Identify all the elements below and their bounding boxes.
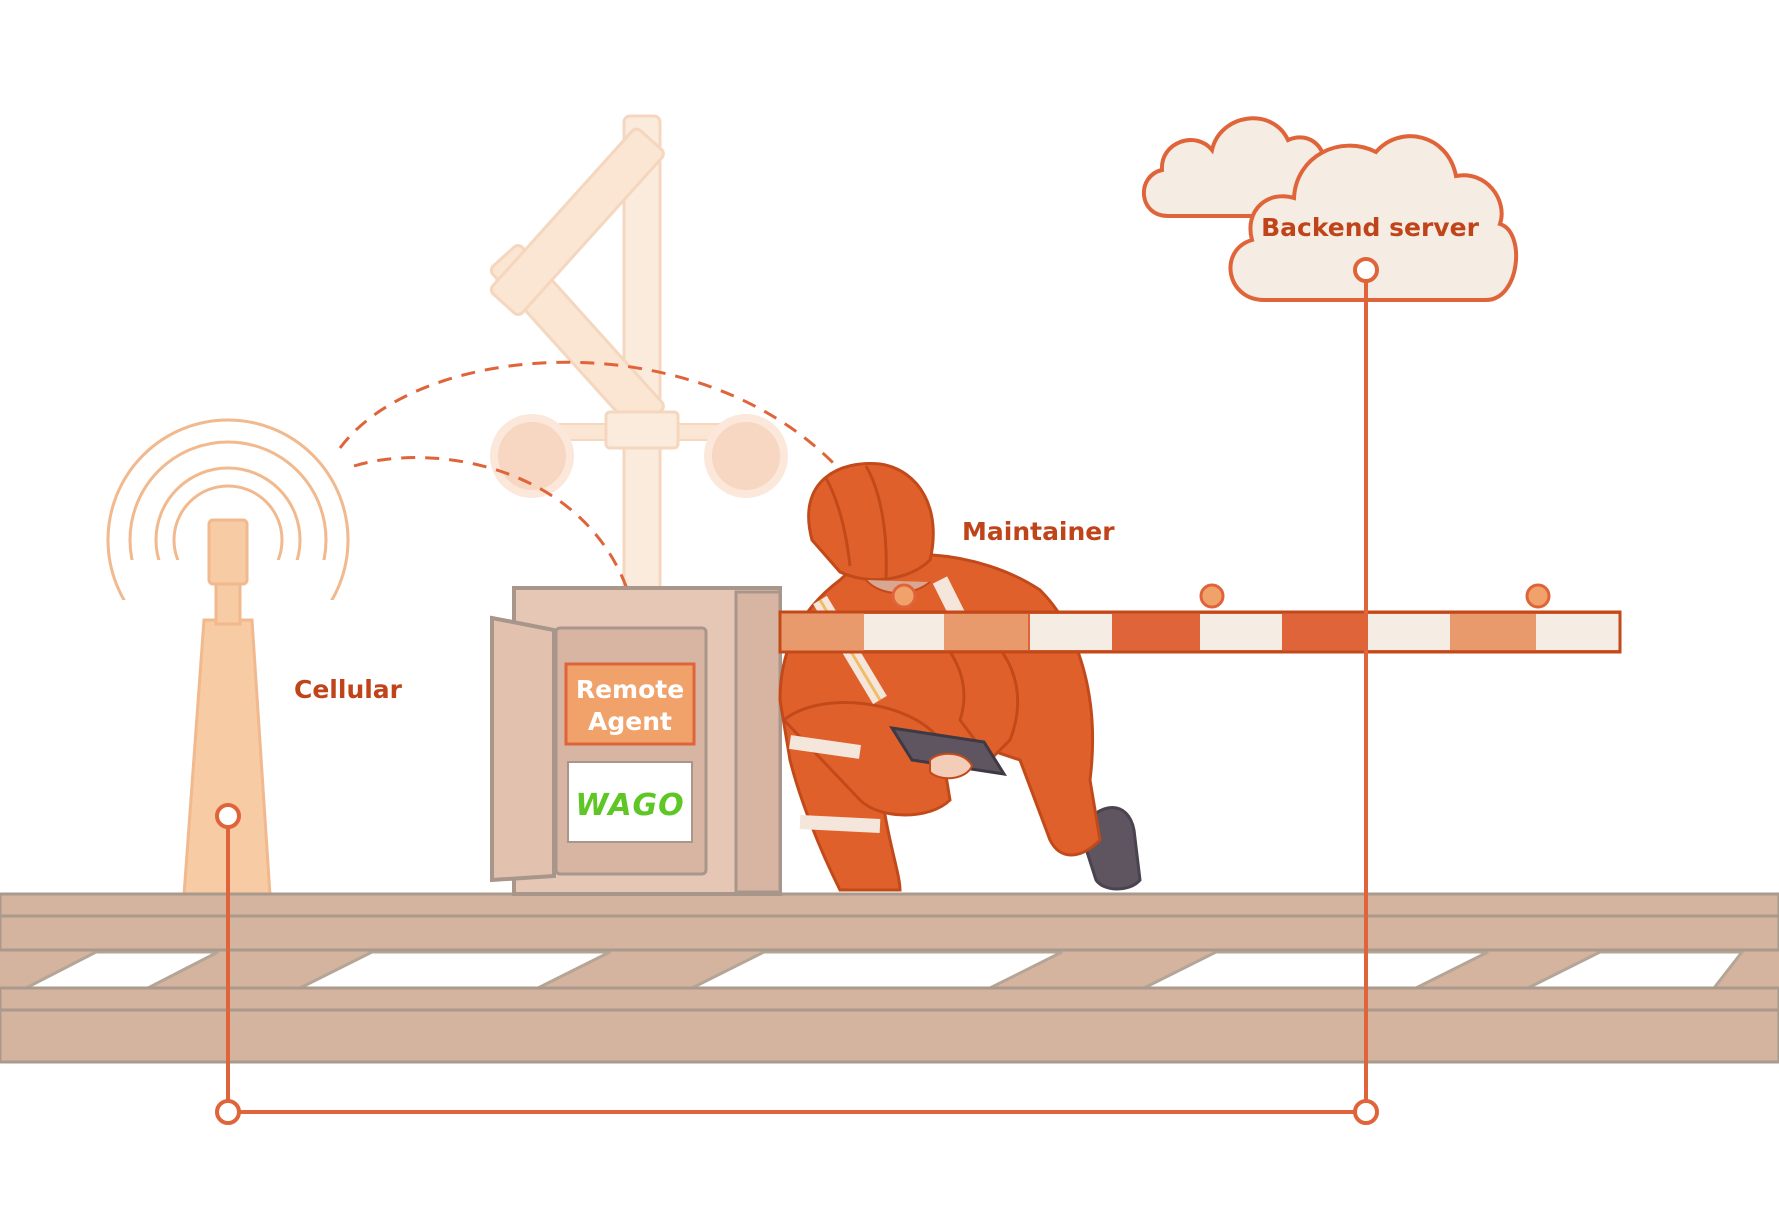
tablet-icon [888, 726, 1008, 780]
tower-connection-node [215, 803, 241, 829]
bottom-right-node [1353, 1099, 1379, 1125]
cell-tower-icon [100, 418, 356, 900]
control-cabinet: Remote Agent WAGO [490, 586, 782, 896]
backend-connection-line [226, 270, 1368, 1114]
barrier-gate-icon [778, 583, 1622, 654]
cellular-label: Cellular [294, 675, 403, 704]
backend-server-label: Backend server [1261, 213, 1479, 242]
railway-crossing-sign-icon [489, 114, 788, 598]
remote-agent-label-line2: Agent [588, 707, 672, 736]
remote-agent-label-line1: Remote [576, 675, 684, 704]
remote-agent-box [564, 662, 696, 746]
maintainer-label: Maintainer [962, 517, 1115, 546]
cloud-icon [1142, 116, 1519, 302]
bottom-left-node [215, 1099, 241, 1125]
wireless-link-arcs [338, 360, 842, 613]
railway-track [0, 892, 1779, 1064]
wago-logo-box [567, 761, 693, 843]
cloud-connection-node [1353, 257, 1379, 283]
wago-logo: WAGO [575, 788, 684, 823]
